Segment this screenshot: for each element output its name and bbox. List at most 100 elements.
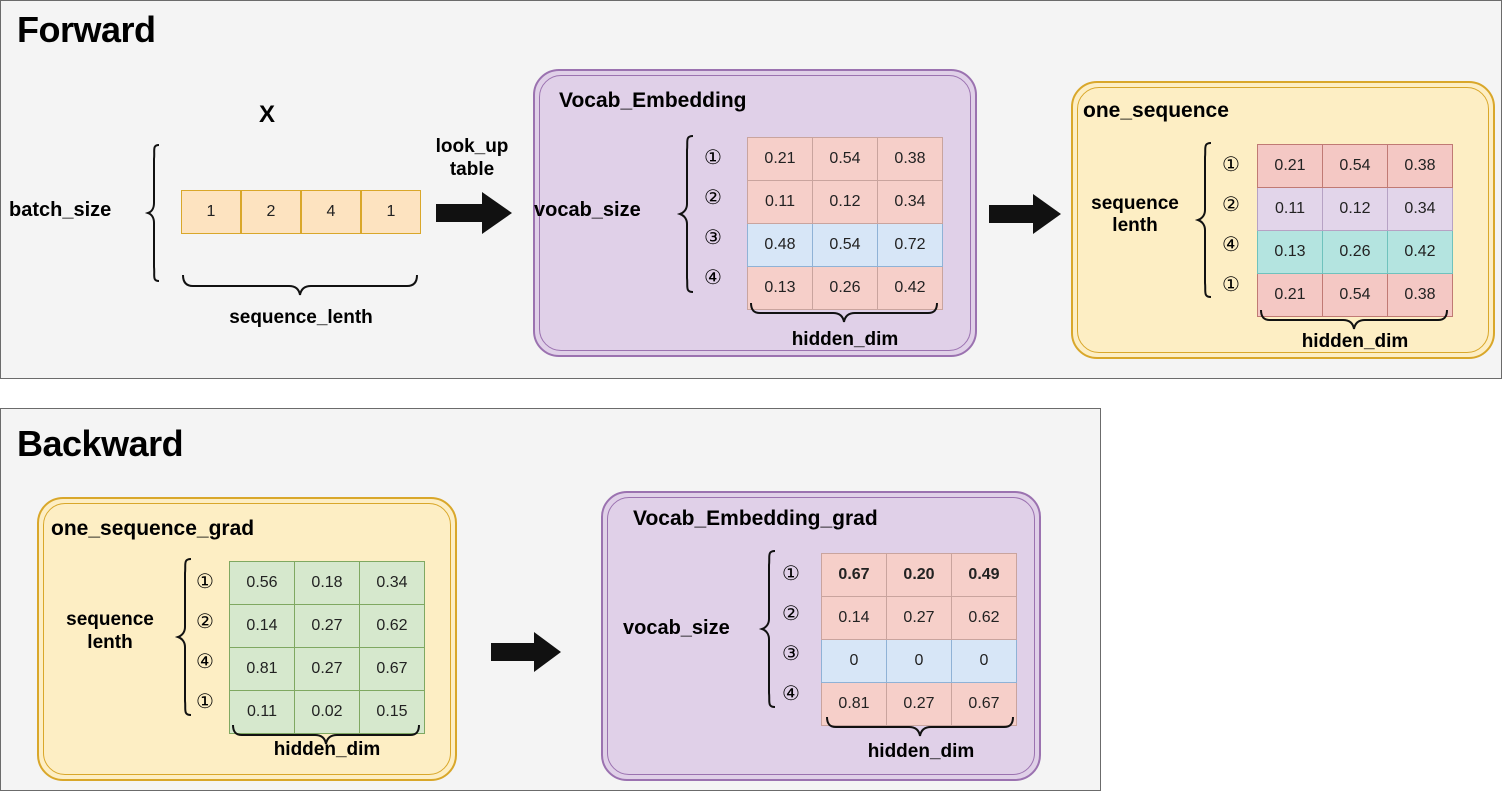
matrix-cell: 0.27 [886,596,952,640]
vocab-size-label: vocab_size [534,199,641,221]
matrix-cell: 0.56 [229,561,295,605]
matrix-cell: 0.54 [1322,273,1388,317]
matrix-row: 0.14 0.27 0.62 [229,604,425,648]
arrow-embedding-to-sequence-icon [989,194,1061,234]
vocab-size-grad-brace [758,550,776,708]
matrix-row: 0.13 0.26 0.42 [1257,230,1453,274]
look-up-label-line1: look_up [435,136,509,157]
vocab-size-grad-label: vocab_size [623,617,730,639]
matrix-row: 0.14 0.27 0.62 [821,596,1017,640]
matrix-row: 0.21 0.54 0.38 [747,137,943,181]
vocab-size-brace [676,135,694,293]
index-badge: ① [1222,152,1240,176]
matrix-cell: 0.26 [812,266,878,310]
matrix-cell: 0.42 [1387,230,1453,274]
matrix-row: 0 0 0 [821,639,1017,683]
matrix-cell: 0 [821,639,887,683]
matrix-cell: 0.14 [821,596,887,640]
x-cell: 1 [181,190,241,234]
one-sequence-grad-matrix: 0.56 0.18 0.34 0.14 0.27 0.62 0.81 0.27 … [229,561,425,734]
x-array: 1 2 4 1 [181,190,421,234]
one-sequence-grad-row-label-line2: lenth [87,632,133,653]
vocab-embedding-hidden-dim-brace [750,302,938,323]
one-sequence-box-inner-ring [1077,87,1489,353]
matrix-cell: 0 [886,639,952,683]
sequence-lenth-brace [182,274,418,296]
matrix-cell: 0.21 [1257,273,1323,317]
matrix-cell: 0.13 [747,266,813,310]
matrix-row: 0.67 0.20 0.49 [821,553,1017,597]
matrix-cell: 0.62 [951,596,1017,640]
one-sequence-row-label-line2: lenth [1112,215,1158,236]
index-badge: ④ [1222,232,1240,256]
matrix-cell: 0.54 [812,137,878,181]
matrix-cell: 0.67 [359,647,425,691]
matrix-cell: 0.54 [1322,144,1388,188]
index-badge: ① [196,689,214,713]
vocab-embedding-matrix: 0.21 0.54 0.38 0.11 0.12 0.34 0.48 0.54 … [747,137,943,310]
one-sequence-grad-brace [174,558,192,716]
matrix-row: 0.81 0.27 0.67 [821,682,1017,726]
vocab-embedding-title: Vocab_Embedding [559,89,747,112]
matrix-row: 0.11 0.12 0.34 [747,180,943,224]
backward-panel-title: Backward [17,423,184,464]
one-sequence-hidden-dim-brace [1260,309,1448,330]
matrix-cell: 0.62 [359,604,425,648]
matrix-cell: 0.02 [294,690,360,734]
index-badge: ④ [196,649,214,673]
matrix-cell: 0.34 [359,561,425,605]
vocab-embedding-grad-hidden-dim-label: hidden_dim [867,741,975,762]
matrix-cell: 0.21 [747,137,813,181]
one-sequence-grad-title: one_sequence_grad [51,517,255,540]
index-badge: ② [782,601,800,625]
matrix-row: 0.11 0.02 0.15 [229,690,425,734]
matrix-row: 0.13 0.26 0.42 [747,266,943,310]
matrix-cell: 0.21 [1257,144,1323,188]
matrix-row: 0.11 0.12 0.34 [1257,187,1453,231]
one-sequence-title: one_sequence [1083,99,1229,122]
matrix-cell: 0.48 [747,223,813,267]
x-label: X [259,101,276,128]
backward-panel: Backward one_sequence_grad sequence lent… [0,408,1101,791]
x-cell: 1 [361,190,421,234]
one-sequence-grad-hidden-dim-brace [232,724,420,745]
forward-panel-title: Forward [17,9,156,50]
matrix-cell: 0.11 [1257,187,1323,231]
matrix-cell: 0.81 [229,647,295,691]
matrix-cell: 0.72 [877,223,943,267]
forward-panel: Forward X batch_size 1 2 4 1 sequence_le… [0,0,1502,379]
matrix-cell: 0.49 [951,553,1017,597]
one-sequence-brace [1194,142,1212,298]
index-badge: ② [1222,192,1240,216]
matrix-cell: 0 [951,639,1017,683]
index-badge: ④ [782,681,800,705]
matrix-cell: 0.67 [951,682,1017,726]
matrix-cell: 0.81 [821,682,887,726]
vocab-embedding-grad-hidden-dim-brace [826,716,1014,737]
matrix-row: 0.21 0.54 0.38 [1257,144,1453,188]
matrix-cell: 0.42 [877,266,943,310]
x-cell: 4 [301,190,361,234]
vocab-embedding-box-inner-ring [539,75,971,351]
x-cell: 2 [241,190,301,234]
matrix-cell: 0.15 [359,690,425,734]
one-sequence-index-column: ① ② ④ ① [1217,144,1245,304]
vocab-embedding-grad-matrix: 0.67 0.20 0.49 0.14 0.27 0.62 0 0 0 0.81… [821,553,1017,726]
vocab-embedding-grad-title: Vocab_Embedding_grad [633,507,878,530]
one-sequence-grad-row-label-line1: sequence [66,609,154,630]
sequence-lenth-label: sequence_lenth [229,307,373,328]
matrix-cell: 0.12 [1322,187,1388,231]
index-badge: ② [704,185,722,209]
index-badge: ③ [704,225,722,249]
index-badge: ① [196,569,214,593]
arrow-lookup-icon [436,192,512,234]
matrix-cell: 0.34 [1387,187,1453,231]
matrix-cell: 0.26 [1322,230,1388,274]
one-sequence-grad-index-column: ① ② ④ ① [191,561,219,721]
matrix-cell: 0.27 [294,647,360,691]
matrix-cell: 0.38 [1387,273,1453,317]
index-badge: ① [782,561,800,585]
matrix-cell: 0.12 [812,180,878,224]
index-badge: ② [196,609,214,633]
batch-size-brace [144,144,160,282]
